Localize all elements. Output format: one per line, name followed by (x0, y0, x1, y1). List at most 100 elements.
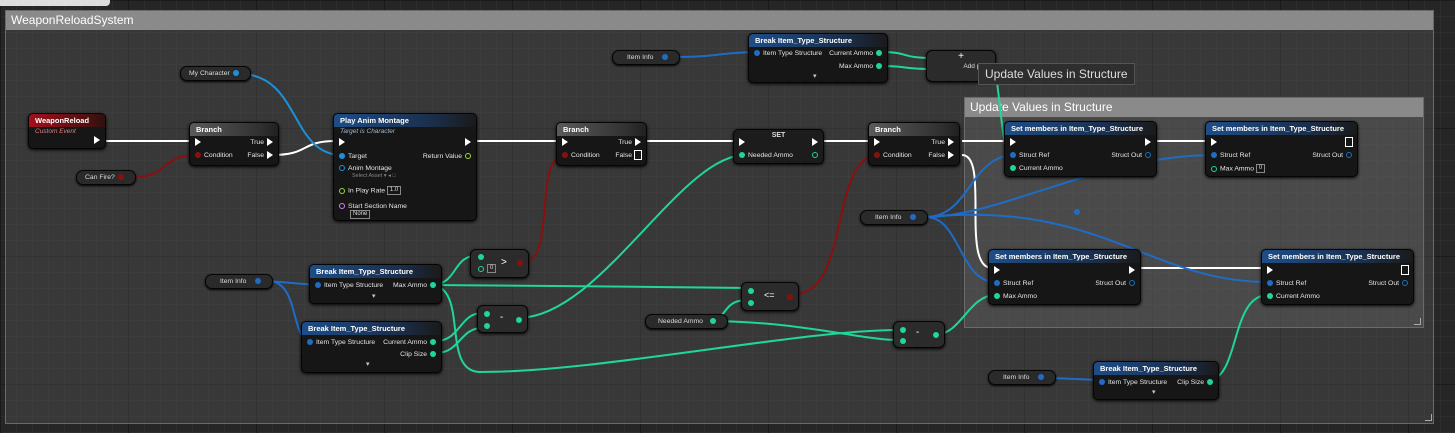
struct-out-pin[interactable]: Struct Out (1095, 279, 1138, 288)
set-members-node-4[interactable]: Set members in Item_Type_Structure Struc… (1261, 249, 1414, 305)
resize-grip-icon[interactable] (1414, 318, 1421, 325)
set-members-node-1[interactable]: Set members in Item_Type_Structure Struc… (1004, 121, 1157, 177)
return-value-pin[interactable]: Return Value (423, 152, 474, 161)
exec-out-pin[interactable] (91, 136, 103, 145)
member-pin[interactable]: Max Ammo 0 (1208, 164, 1266, 173)
exec-in-pin[interactable] (871, 138, 883, 147)
exec-in-pin[interactable] (192, 138, 204, 147)
bool-out-pin[interactable] (514, 258, 526, 269)
clip-size-out-pin[interactable]: Clip Size (1177, 378, 1216, 387)
current-ammo-out-pin[interactable]: Current Ammo (383, 338, 439, 347)
current-ammo-out-pin[interactable]: Current Ammo (829, 49, 885, 58)
set-needed-ammo-node[interactable]: SET Needed Ammo (733, 129, 824, 164)
greater-than-node[interactable]: 0 > (470, 249, 529, 278)
exec-out-pin[interactable] (1142, 138, 1154, 147)
expand-arrow-icon[interactable]: ▾ (813, 73, 817, 80)
subtract-node-2[interactable]: - (893, 321, 945, 348)
struct-ref-pin[interactable]: Struct Ref (991, 279, 1033, 288)
bool-pin[interactable] (117, 174, 124, 181)
start-section-pin[interactable]: Start Section Name (336, 202, 407, 211)
true-pin[interactable]: True (931, 138, 957, 147)
member-pin[interactable]: Max Ammo (991, 292, 1037, 301)
play-anim-montage-node[interactable]: Play Anim Montage Target is Character Ta… (333, 113, 477, 221)
resize-grip-icon[interactable] (1425, 414, 1432, 421)
max-ammo-out-pin[interactable]: Max Ammo (393, 281, 439, 290)
break-struct-node-bottom[interactable]: Break Item_Type_Structure Item Type Stru… (1093, 361, 1219, 400)
member-pin[interactable]: Current Ammo (1264, 292, 1320, 301)
exec-out-pin[interactable] (1343, 137, 1355, 148)
set-members-node-3[interactable]: Set members in Item_Type_Structure Struc… (988, 249, 1141, 305)
break-struct-node-top[interactable]: Break Item_Type_Structure Item Type Stru… (748, 33, 888, 83)
false-pin[interactable]: False (247, 151, 276, 160)
expand-arrow-icon[interactable]: ▾ (372, 293, 376, 300)
select-asset-dropdown[interactable]: Select Asset ▾ ◂ □ (352, 173, 396, 179)
needed-ammo-variable[interactable]: Needed Ammo (645, 314, 728, 329)
clip-size-out-pin[interactable]: Clip Size (400, 350, 439, 359)
anim-montage-pin[interactable]: Anim Montage (336, 164, 392, 173)
needed-ammo-pin[interactable]: Needed Ammo (736, 151, 793, 160)
exec-out-pin[interactable] (809, 138, 821, 147)
break-struct-node-b[interactable]: Break Item_Type_Structure Item Type Stru… (301, 321, 442, 373)
greater-value-input[interactable]: 0 (487, 264, 497, 273)
exec-in-pin[interactable] (1007, 138, 1019, 147)
max-ammo-input[interactable]: 0 (1255, 164, 1266, 173)
exec-in-pin[interactable] (1208, 138, 1220, 147)
comment-title[interactable]: WeaponReloadSystem (6, 11, 1433, 30)
condition-pin[interactable]: Condition (559, 151, 600, 160)
item-info-variable-left[interactable]: Item Info (205, 274, 274, 289)
branch-node-1[interactable]: Branch True Condition False (189, 122, 279, 166)
exec-out-pin[interactable] (1126, 266, 1138, 275)
struct-in-pin[interactable]: Item Type Structure (1096, 378, 1167, 387)
struct-out-pin[interactable]: Struct Out (1312, 151, 1355, 160)
exec-in-pin[interactable] (736, 138, 748, 147)
in-play-rate-pin[interactable]: In Play Rate 1.0 (336, 186, 402, 195)
branch-node-3[interactable]: Branch True Condition False (868, 122, 960, 166)
input-a-pin[interactable] (475, 252, 487, 263)
exec-in-pin[interactable] (991, 266, 1003, 275)
expand-arrow-icon[interactable]: ▾ (366, 361, 370, 368)
true-pin[interactable]: True (250, 138, 276, 147)
item-info-variable-bottom[interactable]: Item Info (988, 370, 1057, 385)
struct-ref-pin[interactable]: Struct Ref (1208, 151, 1250, 160)
exec-in-pin[interactable] (559, 138, 571, 147)
false-pin[interactable]: False (928, 151, 957, 160)
struct-in-pin[interactable]: Item Type Structure (751, 49, 822, 58)
condition-pin[interactable]: Condition (871, 151, 912, 160)
false-label: False (615, 152, 632, 159)
exec-in-pin[interactable] (1264, 266, 1276, 275)
false-pin[interactable]: False (615, 150, 644, 161)
object-pin[interactable] (232, 70, 239, 77)
struct-out-pin[interactable]: Struct Out (1368, 279, 1411, 288)
play-rate-input[interactable]: 1.0 (386, 186, 402, 195)
exec-out-pin[interactable] (462, 138, 474, 147)
condition-pin[interactable]: Condition (192, 151, 233, 160)
struct-in-pin[interactable]: Item Type Structure (312, 281, 383, 290)
member-pin[interactable]: Current Ammo (1007, 164, 1063, 173)
max-ammo-out-pin[interactable]: Max Ammo (839, 62, 885, 71)
break-struct-node-a[interactable]: Break Item_Type_Structure Item Type Stru… (309, 264, 442, 304)
add-pin-button[interactable]: Add pin + (963, 63, 991, 70)
start-section-input[interactable]: None (350, 210, 371, 219)
less-equal-node[interactable]: <= (741, 282, 799, 311)
needed-ammo-out-pin[interactable] (809, 151, 821, 160)
my-character-variable[interactable]: My Character (180, 66, 251, 81)
exec-out-pin[interactable] (1399, 265, 1411, 276)
set-members-node-2[interactable]: Set members in Item_Type_Structure Struc… (1205, 121, 1358, 177)
item-info-variable-top[interactable]: Item Info (612, 50, 681, 65)
item-info-variable-mid[interactable]: Item Info (860, 210, 929, 225)
inner-comment-title[interactable]: Update Values in Structure (965, 98, 1423, 117)
exec-in-pin[interactable] (336, 138, 348, 147)
subtract-node-1[interactable]: - (477, 305, 528, 333)
struct-ref-pin[interactable]: Struct Ref (1264, 279, 1306, 288)
custom-event-node[interactable]: WeaponReload Custom Event (28, 113, 106, 149)
can-fire-variable[interactable]: Can Fire? (76, 170, 136, 185)
struct-in-pin[interactable]: Item Type Structure (304, 338, 375, 347)
struct-out-pin[interactable]: Struct Out (1111, 151, 1154, 160)
struct-ref-pin[interactable]: Struct Ref (1007, 151, 1049, 160)
input-b-pin[interactable]: 0 (475, 264, 497, 273)
target-pin[interactable]: Target (336, 152, 367, 161)
branch-node-2[interactable]: Branch True Condition False (556, 122, 647, 166)
true-pin[interactable]: True (618, 138, 644, 147)
expand-arrow-icon[interactable]: ▾ (1152, 389, 1156, 396)
